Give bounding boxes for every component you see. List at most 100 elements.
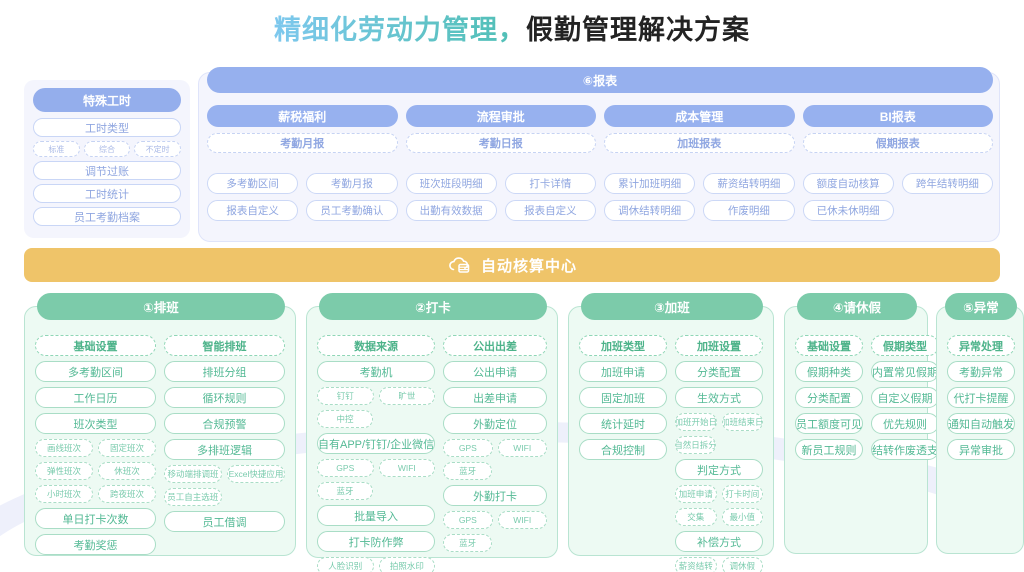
report-item[interactable]: 已休未休明细	[802, 200, 894, 221]
report-category-salary[interactable]: 薪税福利	[207, 105, 398, 127]
panel-item[interactable]: 合规预警	[164, 413, 285, 434]
panel-tag[interactable]: 跨夜班次	[98, 485, 156, 503]
panel-tag[interactable]: 蓝牙	[317, 482, 374, 500]
panel-tag[interactable]: GPS	[443, 511, 493, 529]
panel-group-heading[interactable]: 公出出差	[443, 335, 547, 356]
panel-item[interactable]: 分类配置	[675, 361, 763, 382]
panel-item[interactable]: 多排班逻辑	[164, 439, 285, 460]
report-item[interactable]: 调休结转明细	[604, 200, 696, 221]
report-sub-daily[interactable]: 考勤日报	[405, 133, 596, 153]
report-item[interactable]: 作废明细	[703, 200, 795, 221]
panel-tag[interactable]: 人脸识别	[317, 557, 374, 572]
panel-tag[interactable]: 蓝牙	[443, 462, 493, 480]
panel-item[interactable]: 假期种类	[795, 361, 863, 382]
panel-item[interactable]: 考勤机	[317, 361, 436, 382]
panel-item[interactable]: 自有APP/钉钉/企业微信	[317, 433, 436, 454]
panel-group-heading[interactable]: 异常处理	[947, 335, 1015, 356]
panel-tag[interactable]: GPS	[443, 439, 493, 457]
special-hours-item-adjust-posting[interactable]: 调节过账	[33, 161, 181, 180]
panel-item[interactable]: 出差申请	[443, 387, 547, 408]
report-item[interactable]: 考勤月报	[306, 173, 398, 194]
special-hours-tag-flexible[interactable]: 不定时	[134, 141, 182, 157]
panel-item[interactable]: 新员工规则	[795, 439, 863, 460]
panel-item[interactable]: 合规控制	[579, 439, 667, 460]
special-hours-item-employee-archive[interactable]: 员工考勤档案	[33, 207, 181, 226]
panel-tag[interactable]: 员工自主选班	[164, 488, 222, 506]
panel-tag[interactable]: 移动端排调班	[164, 465, 222, 483]
panel-tag[interactable]: 钉钉	[317, 387, 374, 405]
panel-item[interactable]: 通知自动触发	[947, 413, 1015, 434]
panel-item[interactable]: 异常审批	[947, 439, 1015, 460]
panel-item[interactable]: 内置常见假期	[871, 361, 939, 382]
special-hours-item-worktime-type[interactable]: 工时类型	[33, 118, 181, 137]
panel-tag[interactable]: 弹性班次	[35, 462, 93, 480]
panel-group-heading[interactable]: 数据来源	[317, 335, 436, 356]
report-category-cost[interactable]: 成本管理	[604, 105, 795, 127]
panel-tag[interactable]: WIFI	[497, 439, 547, 457]
panel-tag[interactable]: GPS	[317, 459, 374, 477]
panel-tag[interactable]: 休班次	[98, 462, 156, 480]
panel-item[interactable]: 外勤打卡	[443, 485, 547, 506]
panel-group-heading[interactable]: 加班类型	[579, 335, 667, 356]
report-category-approval[interactable]: 流程审批	[405, 105, 596, 127]
panel-tag[interactable]: 加班申请	[675, 485, 717, 503]
panel-item[interactable]: 公出申请	[443, 361, 547, 382]
panel-group-heading[interactable]: 加班设置	[675, 335, 763, 356]
panel-item[interactable]: 固定加班	[579, 387, 667, 408]
panel-item[interactable]: 补偿方式	[675, 531, 763, 552]
report-item[interactable]: 多考勤区间	[207, 173, 299, 194]
panel-tag[interactable]: 蓝牙	[443, 534, 493, 552]
panel-tag[interactable]: 自然日拆分	[675, 436, 716, 454]
panel-item[interactable]: 员工借调	[164, 511, 285, 532]
special-hours-tag-comprehensive[interactable]: 综合	[83, 141, 131, 157]
panel-item[interactable]: 外勤定位	[443, 413, 547, 434]
report-item[interactable]: 打卡详情	[504, 173, 596, 194]
report-item[interactable]: 报表自定义	[504, 200, 596, 221]
panel-group-heading[interactable]: 基础设置	[795, 335, 863, 356]
report-sub-leave[interactable]: 假期报表	[802, 133, 993, 153]
panel-tag[interactable]: 中控	[317, 410, 374, 428]
panel-item[interactable]: 统计延时	[579, 413, 667, 434]
panel-tag[interactable]: 加班结束日	[721, 413, 763, 431]
panel-item[interactable]: 循环规则	[164, 387, 285, 408]
panel-group-heading[interactable]: 基础设置	[35, 335, 156, 356]
panel-item[interactable]: 代打卡提醒	[947, 387, 1015, 408]
report-item[interactable]: 员工考勤确认	[306, 200, 398, 221]
panel-item[interactable]: 判定方式	[675, 459, 763, 480]
panel-item[interactable]: 考勤奖惩	[35, 534, 156, 555]
panel-tag[interactable]: 调休假	[721, 557, 763, 572]
panel-item[interactable]: 结转作废透支	[871, 439, 939, 460]
panel-item[interactable]: 班次类型	[35, 413, 156, 434]
panel-tag[interactable]: 交集	[675, 508, 717, 526]
panel-item[interactable]: 单日打卡次数	[35, 508, 156, 529]
report-sub-monthly[interactable]: 考勤月报	[207, 133, 398, 153]
report-item[interactable]: 报表自定义	[207, 200, 299, 221]
panel-tag[interactable]: WIFI	[378, 459, 436, 477]
panel-tag[interactable]: 旷世	[378, 387, 436, 405]
panel-item[interactable]: 考勤异常	[947, 361, 1015, 382]
panel-tag[interactable]: 打卡时间	[721, 485, 763, 503]
panel-item[interactable]: 批量导入	[317, 505, 436, 526]
panel-tag[interactable]: 加班开始日	[675, 413, 717, 431]
report-item[interactable]: 班次班段明细	[405, 173, 497, 194]
panel-item[interactable]: 排班分组	[164, 361, 285, 382]
panel-tag[interactable]: 小时班次	[35, 485, 93, 503]
panel-tag[interactable]: 固定班次	[98, 439, 156, 457]
panel-item[interactable]: 优先规则	[871, 413, 939, 434]
special-hours-tag-standard[interactable]: 标准	[33, 141, 80, 157]
report-item[interactable]: 累计加班明细	[604, 173, 696, 194]
panel-item[interactable]: 分类配置	[795, 387, 863, 408]
report-item[interactable]: 跨年结转明细	[901, 173, 993, 194]
panel-tag[interactable]: WIFI	[497, 511, 547, 529]
panel-item[interactable]: 加班申请	[579, 361, 667, 382]
panel-item[interactable]: 员工额度可见	[795, 413, 863, 434]
panel-item[interactable]: 生效方式	[675, 387, 763, 408]
report-item[interactable]: 出勤有效数据	[405, 200, 497, 221]
panel-group-heading[interactable]: 智能排班	[164, 335, 285, 356]
report-sub-overtime[interactable]: 加班报表	[604, 133, 795, 153]
panel-item[interactable]: 工作日历	[35, 387, 156, 408]
report-item[interactable]: 薪资结转明细	[703, 173, 795, 194]
panel-group-heading[interactable]: 假期类型	[871, 335, 939, 356]
panel-tag[interactable]: 拍照水印	[378, 557, 436, 572]
panel-item[interactable]: 打卡防作弊	[317, 531, 436, 552]
